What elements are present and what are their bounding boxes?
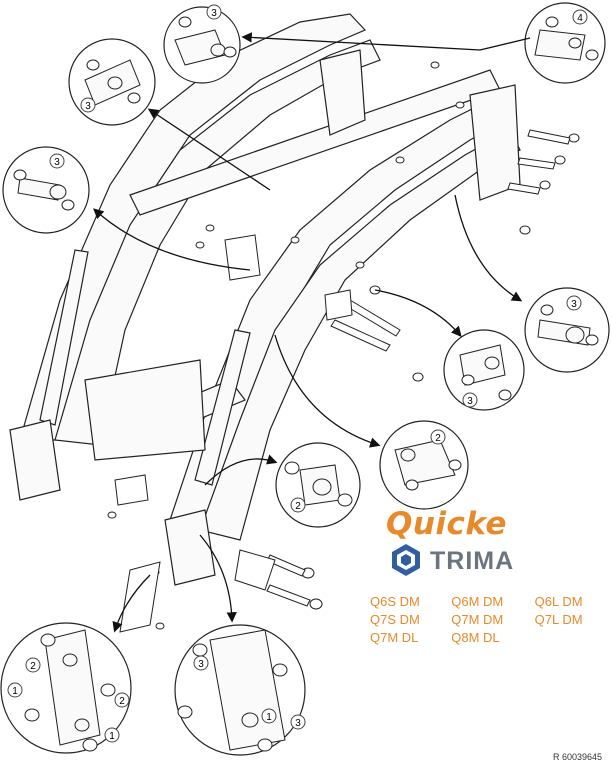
svg-text:1: 1 [266,712,272,723]
callout-center-right: 2 [430,429,446,445]
callout-left: 3 [49,153,65,169]
model-item: Q7M DM [451,612,504,627]
trima-wordmark: TRIMA [430,547,515,575]
callout-bottom-center-a: 3 [193,655,209,671]
svg-text:4: 4 [577,13,583,24]
callout-bottom-left-a: 1 [7,682,23,698]
model-item: Q6S DM [370,594,420,609]
model-item: Q7L DM [534,612,583,627]
callout-top-left: 3 [80,97,96,113]
svg-text:3: 3 [198,659,204,670]
callout-bottom-left-b: 2 [25,657,41,673]
svg-text:3: 3 [54,157,60,168]
model-item: Q6M DM [451,594,504,609]
model-item: Q7S DM [370,612,420,627]
model-list: Q6S DM Q6M DM Q6L DM Q7S DM Q7M DM Q7L D… [370,594,600,645]
svg-text:3: 3 [211,8,217,19]
callout-bottom-left-c: 2 [114,692,130,708]
leader-lines [93,32,531,633]
svg-text:2: 2 [30,661,36,672]
svg-text:1: 1 [109,731,115,742]
bushings [13,16,599,752]
svg-text:3: 3 [571,299,577,310]
callout-right: 3 [566,295,582,311]
svg-text:3: 3 [467,396,473,407]
model-item: Q8M DL [451,630,500,645]
callout-top-center: 3 [206,4,222,20]
svg-text:3: 3 [295,718,301,729]
callout-center: 2 [290,497,306,513]
callout-top-right: 4 [572,9,588,25]
model-item: Q6L DM [534,594,583,609]
svg-text:2: 2 [119,696,125,707]
quicke-logo: Quicke [386,506,507,542]
model-item: Q7M DL [370,630,419,645]
loader-frame [9,13,521,586]
callout-bottom-center-b: 1 [261,708,277,724]
svg-text:2: 2 [295,501,301,512]
trima-logo-icon [392,544,420,576]
hardware-parts [107,61,580,633]
callout-right-mid: 3 [462,392,478,408]
svg-text:2: 2 [435,433,441,444]
callout-bottom-left-d: 1 [104,727,120,743]
callouts: 3 3 4 3 3 3 2 2 1 2 2 1 3 1 3 [7,4,588,743]
svg-text:1: 1 [12,686,18,697]
svg-text:3: 3 [85,101,91,112]
detail-contents [17,29,591,751]
reference-number: R 60039645 [552,752,602,762]
callout-bottom-center-c: 3 [290,714,306,730]
